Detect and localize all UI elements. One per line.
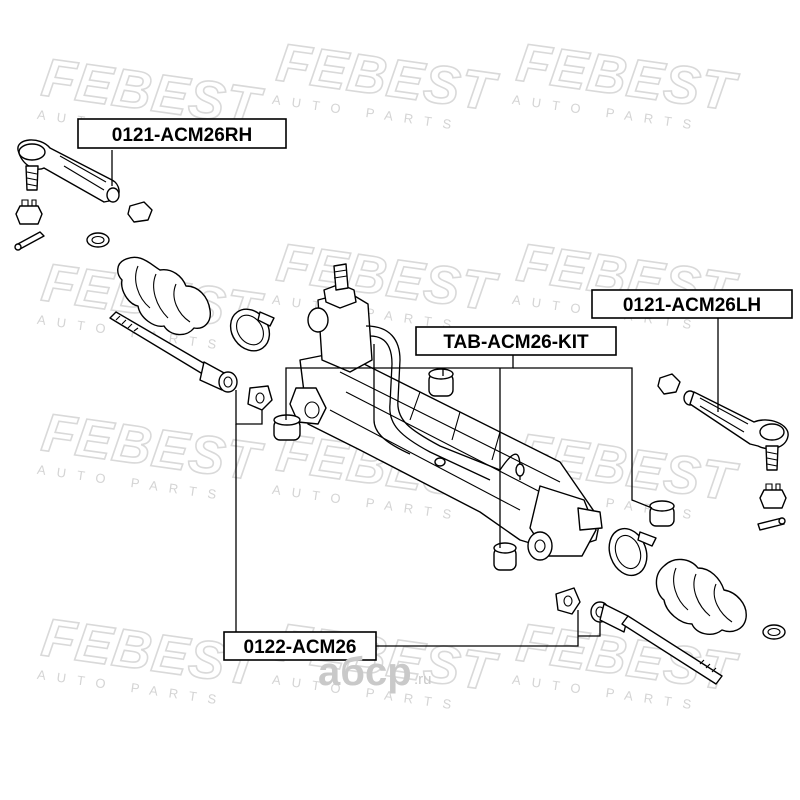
- mount-bracket-left: [289, 387, 327, 425]
- rack-boot-left: [117, 256, 211, 336]
- site-logo: aбcp .ru: [318, 650, 432, 694]
- nut-small-rh: [127, 201, 153, 223]
- watermark-6: FEBEST AUTO PARTS: [511, 232, 742, 334]
- rack-boot-right: [655, 558, 747, 635]
- bushing-right: [649, 500, 675, 527]
- lock-washer-left: [247, 385, 273, 411]
- watermark-3: FEBEST AUTO PARTS: [511, 32, 742, 134]
- lock-washer-right: [555, 587, 581, 615]
- bushing-left: [273, 414, 301, 441]
- nut-small-lh: [657, 373, 681, 395]
- boot-band-right: [608, 527, 657, 577]
- label-tie-rod-end-lh: 0121-ACM26LH: [591, 289, 793, 319]
- bushing-lower: [493, 542, 517, 571]
- label-tie-rod-end-rh: 0121-ACM26RH: [77, 118, 287, 149]
- tie-rod-end-lh: [683, 390, 789, 471]
- tie-rod-end-rh: [17, 139, 120, 203]
- bushing-top: [428, 368, 454, 397]
- label-bushing-kit: TAB-ACM26-KIT: [415, 326, 617, 356]
- watermark-5: FEBEST AUTO PARTS: [271, 232, 502, 334]
- boot-band-left: [229, 308, 275, 352]
- label-text: 0122-ACM26: [244, 637, 357, 658]
- cotter-pin-lh: [757, 517, 786, 531]
- watermark-7: FEBEST AUTO PARTS: [36, 402, 267, 504]
- cotter-pin-rh: [14, 231, 45, 251]
- label-text: 0121-ACM26RH: [112, 125, 252, 146]
- boot-clip-left: [86, 232, 110, 248]
- castle-nut-lh: [759, 483, 787, 509]
- watermark-2: FEBEST AUTO PARTS: [271, 32, 502, 134]
- inner-tie-rod-left: [109, 311, 238, 393]
- inner-tie-rod-right: [590, 601, 723, 685]
- site-logo-domain: .ru: [414, 671, 432, 688]
- label-text: TAB-ACM26-KIT: [443, 332, 589, 353]
- boot-clip-right: [762, 624, 786, 640]
- label-text: 0121-ACM26LH: [623, 295, 761, 316]
- site-logo-name: aбcp: [318, 650, 412, 694]
- label-rack-end: 0122-ACM26: [223, 631, 377, 661]
- hydraulic-lines: [365, 325, 525, 481]
- castle-nut-rh: [15, 199, 43, 225]
- leader-lines: [111, 150, 719, 647]
- bushing-cylinder: [527, 531, 553, 561]
- pinion-valve-body: [307, 263, 373, 373]
